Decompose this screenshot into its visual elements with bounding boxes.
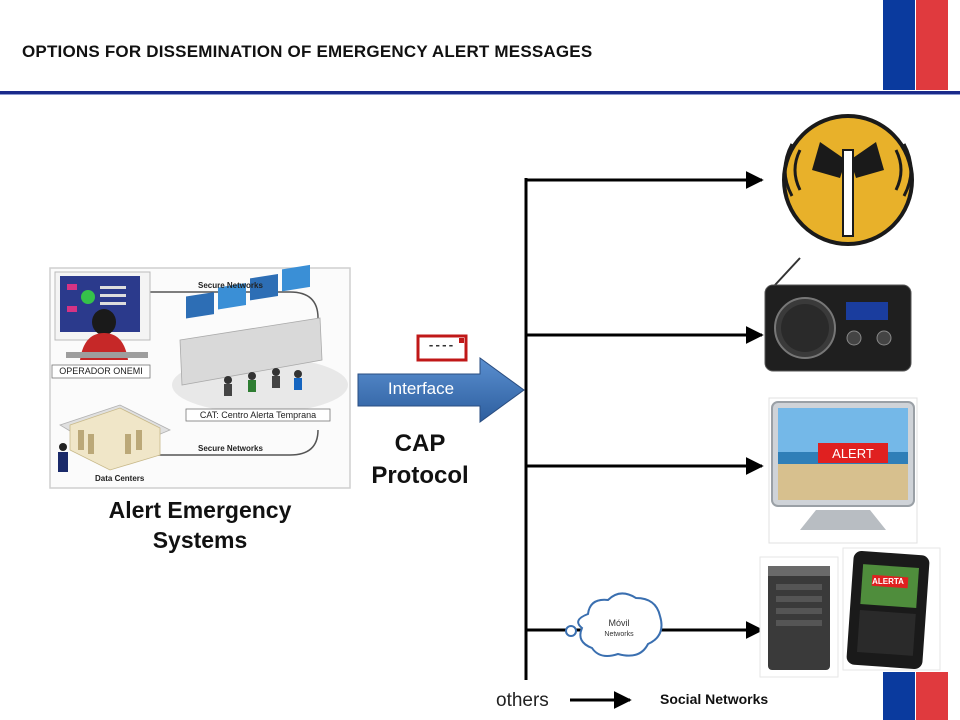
flag-red-bottom bbox=[916, 672, 948, 720]
cap-protocol-line1: CAP bbox=[394, 430, 446, 457]
radio-icon bbox=[764, 257, 912, 372]
envelope-icon bbox=[416, 334, 468, 362]
title-divider bbox=[0, 91, 960, 94]
alert-systems-illustration bbox=[49, 264, 351, 489]
tv-icon bbox=[768, 397, 918, 544]
title-divider-shadow bbox=[0, 94, 960, 95]
secure-networks-label-top: Secure Networks bbox=[198, 281, 263, 290]
cap-protocol-label: CAP Protocol bbox=[350, 428, 490, 492]
alert-systems-caption: Alert Emergency Systems bbox=[60, 495, 340, 555]
social-networks-label: Social Networks bbox=[660, 691, 769, 707]
cat-label: CAT: Centro Alerta Temprana bbox=[199, 410, 317, 420]
interface-label: Interface bbox=[387, 379, 455, 398]
envelope-text: ---- bbox=[427, 339, 455, 352]
flag-blue-bottom bbox=[883, 672, 915, 720]
slide-title: OPTIONS FOR DISSEMINATION OF EMERGENCY A… bbox=[22, 42, 593, 61]
smartphone-icon bbox=[842, 547, 941, 671]
cap-protocol-line2: Protocol bbox=[371, 462, 469, 489]
flag-red-top bbox=[916, 0, 948, 90]
data-centers-label: Data Centers bbox=[95, 474, 145, 483]
siren-icon bbox=[782, 114, 914, 246]
alert-systems-caption-line2: Systems bbox=[152, 527, 248, 553]
mobile-network-cloud bbox=[565, 592, 663, 657]
mobile-network-line2: Networks bbox=[604, 631, 634, 638]
operator-person bbox=[92, 309, 116, 335]
mobile-network-label: Móvil Networks bbox=[588, 617, 650, 641]
secure-networks-label-bottom: Secure Networks bbox=[198, 444, 263, 453]
mobile-network-line1: Móvil bbox=[608, 618, 630, 628]
tv-alert-text: ALERT bbox=[832, 446, 874, 461]
phone-alert-text: ALERTA bbox=[872, 577, 904, 586]
others-label: others bbox=[496, 690, 549, 711]
server-icon bbox=[759, 556, 839, 678]
interface-arrow bbox=[357, 357, 525, 423]
alert-systems-caption-line1: Alert Emergency bbox=[108, 497, 292, 523]
operator-label: OPERADOR ONEMI bbox=[59, 366, 143, 376]
flag-blue-top bbox=[883, 0, 915, 90]
